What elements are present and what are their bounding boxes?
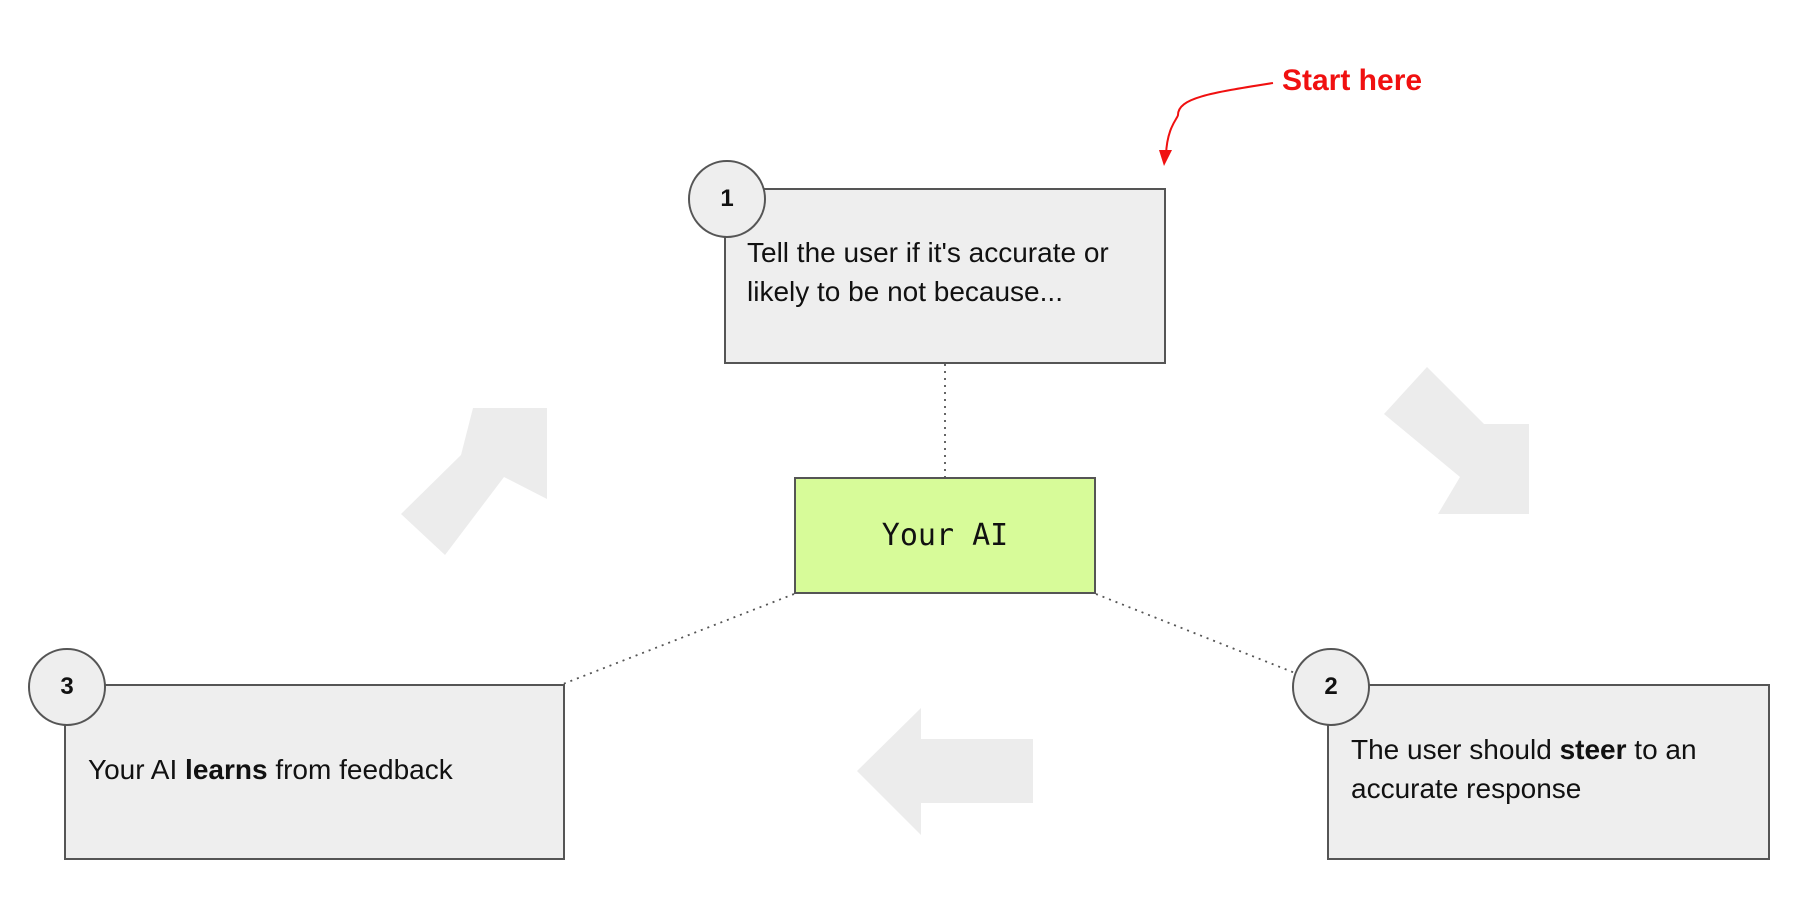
- step-2-badge: 2: [1292, 648, 1370, 726]
- step-2-text: The user should steer to an accurate res…: [1351, 730, 1753, 808]
- step-3-text: Your AI learns from feedback: [88, 750, 548, 789]
- start-here-annotation: Start here: [1282, 64, 1423, 97]
- arrow-left-icon: [857, 708, 1033, 835]
- step-2-text-end: to an accurate response: [1351, 734, 1697, 804]
- step-3-card: [64, 684, 565, 860]
- step-2-text-start: The user should: [1351, 734, 1560, 765]
- arrow-down-right-icon: [1384, 367, 1529, 514]
- step-1-card: [724, 188, 1166, 364]
- step-2-card: [1327, 684, 1770, 860]
- step-3-badge: 3: [28, 648, 106, 726]
- connector-center-to-step-3: [562, 593, 795, 685]
- arrow-up-right-icon: [401, 408, 547, 555]
- your-ai-node: Your AI: [794, 477, 1096, 594]
- connector-center-to-step-2: [1095, 593, 1296, 674]
- step-3-emphasis: learns: [185, 754, 268, 785]
- step-3-text-end: from feedback: [267, 754, 453, 785]
- step-2-emphasis: steer: [1559, 734, 1627, 765]
- step-1-text: Tell the user if it's accurate or likely…: [747, 237, 1109, 307]
- step-3-text-start: Your AI: [88, 754, 186, 785]
- curved-arrow-icon: [1159, 82, 1274, 166]
- step-1-badge: 1: [688, 160, 766, 238]
